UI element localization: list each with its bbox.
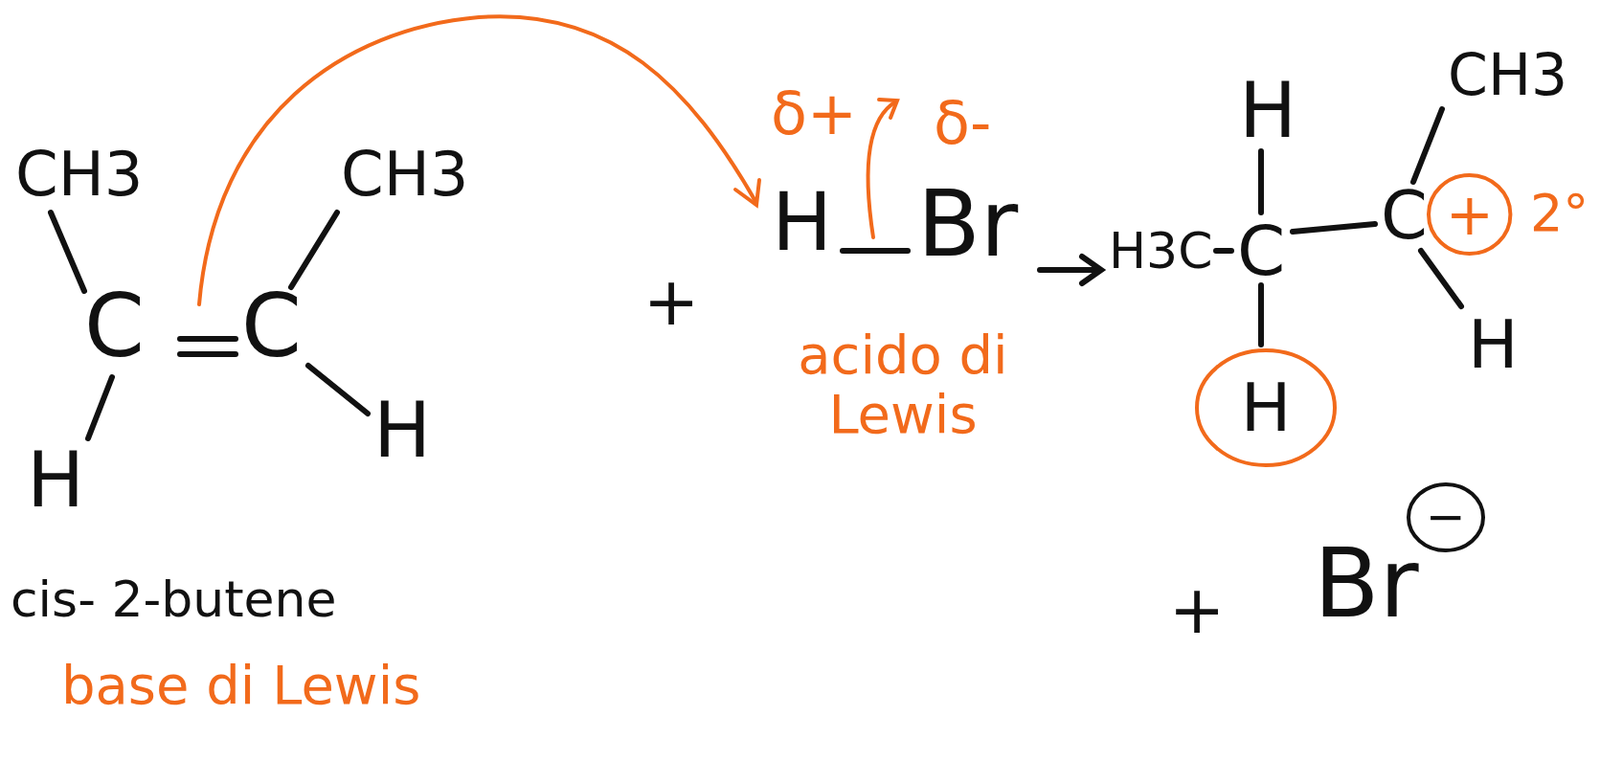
atom-label: H — [1467, 311, 1519, 379]
atom-label: H — [26, 442, 85, 519]
bond-line — [1258, 285, 1264, 345]
reaction-arrow — [1039, 267, 1100, 273]
atom-label: C — [1380, 181, 1428, 249]
plus-sign: + — [1169, 576, 1226, 644]
atom-label: C — [84, 283, 145, 370]
atom-label: Br — [917, 178, 1018, 271]
atom-label: CH3 — [15, 143, 144, 205]
atom-label: C — [241, 283, 302, 370]
bond-line — [308, 365, 368, 414]
bond-line — [1413, 109, 1443, 182]
bond-line — [1258, 151, 1264, 213]
atom-label: Br — [1313, 536, 1420, 632]
partial-charge: δ+ — [770, 84, 857, 144]
charge-text: − — [1425, 493, 1466, 541]
double-bond — [180, 351, 236, 358]
annotation: acido di Lewis — [783, 325, 1023, 444]
atom-label: CH3 — [340, 143, 470, 205]
annotation: base di Lewis — [61, 658, 421, 713]
bond-line — [1216, 247, 1232, 254]
bond-line — [1420, 250, 1462, 307]
charge-text: + — [1445, 185, 1494, 244]
charge-text: H — [1240, 374, 1292, 442]
plus-sign: + — [643, 268, 700, 336]
circle-outline — [1196, 350, 1335, 466]
atom-label: H — [373, 392, 431, 470]
curved-arrow — [868, 101, 897, 238]
atom-label: H — [771, 181, 833, 263]
bond-line — [1292, 224, 1375, 232]
compound-name: cis- 2-butene — [10, 574, 338, 625]
charge-circle: − — [1405, 481, 1487, 554]
charge-circle: + — [1425, 172, 1513, 257]
circle-outline — [1428, 175, 1510, 254]
double-bond — [180, 336, 236, 342]
bond-line — [291, 212, 338, 288]
atom-label: H3C — [1108, 225, 1214, 276]
atom-label: H — [1239, 72, 1297, 150]
curved-arrowhead — [878, 99, 898, 118]
circle-outline — [1408, 484, 1484, 551]
curved-arrow — [199, 16, 757, 305]
curved-arrowhead — [735, 180, 760, 205]
atom-label: CH3 — [1447, 45, 1568, 104]
bond-line — [50, 212, 85, 292]
bond-line — [842, 247, 908, 254]
reaction-arrowhead — [1081, 256, 1102, 284]
carbocation-order: 2° — [1530, 187, 1589, 240]
bond-line — [88, 377, 113, 439]
atom-label: C — [1237, 216, 1285, 286]
partial-charge: δ- — [933, 93, 992, 154]
circled-atom: H — [1194, 347, 1338, 469]
